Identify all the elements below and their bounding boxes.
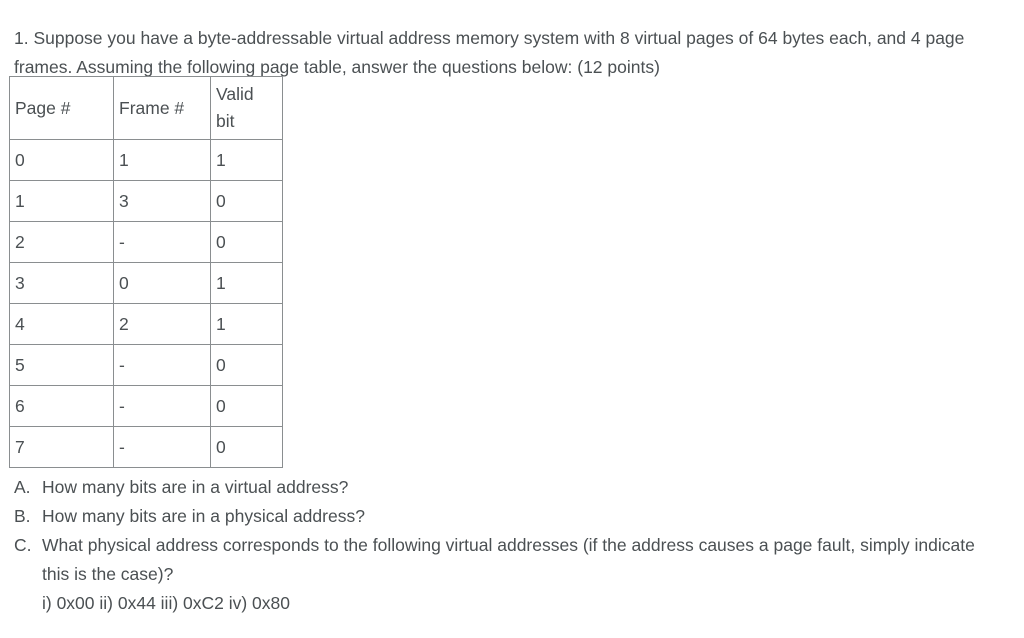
table-header-row: Page # Frame # Valid bit (9, 76, 283, 140)
cell-page-number: 7 (9, 426, 114, 468)
question-intro-paragraph: 1. Suppose you have a byte-addressable v… (14, 27, 965, 77)
question-text-b: How many bits are in a physical address? (42, 506, 365, 526)
question-list: A. How many bits are in a virtual addres… (14, 473, 1004, 618)
table-row: 3 0 1 (9, 262, 283, 304)
column-header-frame: Frame # (113, 76, 211, 140)
table-row: 4 2 1 (9, 303, 283, 345)
cell-frame-number: - (113, 426, 211, 468)
question-marker-b: B. (14, 506, 31, 526)
table-row: 7 - 0 (9, 426, 283, 468)
question-marker-c: C. (14, 535, 32, 555)
column-header-valid-bit: Valid bit (210, 76, 283, 140)
cell-frame-number: - (113, 221, 211, 263)
cell-page-number: 1 (9, 180, 114, 222)
cell-valid-bit: 1 (210, 139, 283, 181)
table-row: 1 3 0 (9, 180, 283, 222)
cell-page-number: 6 (9, 385, 114, 427)
column-header-page: Page # (9, 76, 114, 140)
column-header-valid-line1: Valid (216, 84, 254, 104)
cell-valid-bit: 1 (210, 303, 283, 345)
cell-valid-bit: 0 (210, 426, 283, 468)
cell-valid-bit: 0 (210, 180, 283, 222)
cell-valid-bit: 0 (210, 221, 283, 263)
question-item-a: A. How many bits are in a virtual addres… (14, 473, 1004, 502)
cell-page-number: 5 (9, 344, 114, 386)
column-header-valid-line2: bit (216, 111, 235, 131)
cell-frame-number: 3 (113, 180, 211, 222)
cell-frame-number: - (113, 344, 211, 386)
cell-valid-bit: 0 (210, 385, 283, 427)
cell-frame-number: 0 (113, 262, 211, 304)
cell-frame-number: 1 (113, 139, 211, 181)
question-item-c: C. What physical address corresponds to … (14, 531, 1004, 618)
page-table-head: Page # Frame # Valid bit (9, 76, 283, 140)
cell-page-number: 3 (9, 262, 114, 304)
question-marker-a: A. (14, 477, 31, 497)
cell-frame-number: - (113, 385, 211, 427)
question-c-address-list: i) 0x00 ii) 0x44 iii) 0xC2 iv) 0x80 (42, 593, 291, 613)
page-table: Page # Frame # Valid bit 0 1 1 1 3 0 2 (9, 76, 283, 468)
page-table-body: 0 1 1 1 3 0 2 - 0 3 0 1 4 2 1 (9, 139, 283, 468)
question-item-b: B. How many bits are in a physical addre… (14, 502, 1004, 531)
question-text-a: How many bits are in a virtual address? (42, 477, 349, 497)
question-text-c: What physical address corresponds to the… (42, 535, 975, 584)
cell-valid-bit: 1 (210, 262, 283, 304)
cell-frame-number: 2 (113, 303, 211, 345)
table-row: 5 - 0 (9, 344, 283, 386)
table-row: 6 - 0 (9, 385, 283, 427)
table-row: 2 - 0 (9, 221, 283, 263)
table-row: 0 1 1 (9, 139, 283, 181)
cell-page-number: 0 (9, 139, 114, 181)
cell-page-number: 2 (9, 221, 114, 263)
cell-valid-bit: 0 (210, 344, 283, 386)
cell-page-number: 4 (9, 303, 114, 345)
